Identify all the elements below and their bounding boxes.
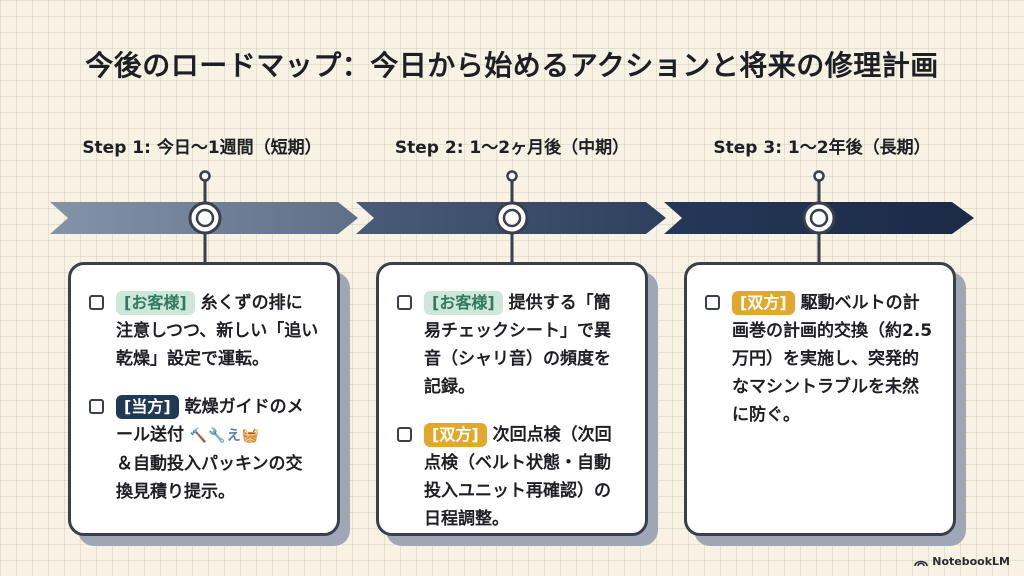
step-3-heading: Step 3: 1〜2年後（長期） (713, 138, 931, 158)
step-1-heading: Step 1: 今日〜1週間（短期） (82, 138, 322, 158)
task-checkbox[interactable] (397, 295, 412, 310)
tag-customer: [お客様] (424, 291, 503, 315)
tag-customer: [お客様] (116, 291, 195, 315)
task-text: [双方]次回点検（次回点検（ベルト状態・自動投入ユニット再確認）の日程調整。 (424, 421, 627, 533)
step-2-task-2: [双方]次回点検（次回点検（ベルト状態・自動投入ユニット再確認）の日程調整。 (397, 421, 627, 533)
step-1-card: [お客様]糸くずの排に注意しつつ、新しい「追い乾燥」設定で運転。 [当方]乾燥ガ… (68, 262, 340, 536)
tag-both: [双方] (424, 423, 487, 447)
task-description: 次回点検（次回点検（ベルト状態・自動投入ユニット再確認）の日程調整。 (424, 425, 612, 529)
task-text: [お客様]糸くずの排に注意しつつ、新しい「追い乾燥」設定で運転。 (116, 289, 319, 373)
task-checkbox[interactable] (89, 295, 104, 310)
task-checkbox[interactable] (705, 295, 720, 310)
tag-both: [双方] (732, 291, 795, 315)
step-1-task-1: [お客様]糸くずの排に注意しつつ、新しい「追い乾燥」設定で運転。 (89, 289, 319, 373)
step-3-card: [双方]駆動ベルトの計画巻の計画的交換（約2.5万円）を実施し、突発的なマシント… (684, 262, 956, 536)
milestone-3 (802, 170, 836, 266)
step-3-task-1: [双方]駆動ベルトの計画巻の計画的交換（約2.5万円）を実施し、突発的なマシント… (705, 289, 935, 429)
task-checkbox[interactable] (397, 427, 412, 442)
task-description-continued: ＆自動投入パッキンの交換見積り提示。 (116, 454, 303, 502)
brand-watermark: NotebookLM (914, 555, 1010, 568)
task-text: [お客様]提供する「簡易チェックシート」で異音（シャリ音）の頻度を記録。 (424, 289, 627, 401)
step-2-heading: Step 2: 1〜2ヶ月後（中期） (394, 138, 630, 158)
task-description: 提供する「簡易チェックシート」で異音（シャリ音）の頻度を記録。 (424, 293, 611, 397)
notebooklm-logo-icon (914, 560, 929, 566)
milestone-2 (495, 170, 529, 266)
task-checkbox[interactable] (89, 399, 104, 414)
task-description: 糸くずの排に注意しつつ、新しい「追い乾燥」設定で運転。 (116, 293, 319, 369)
timeline (50, 170, 974, 266)
step-1-task-2: [当方]乾燥ガイドのメール送付 🔨🔧え🧺 ＆自動投入パッキンの交換見積り提示。 (89, 393, 319, 506)
step-2-task-1: [お客様]提供する「簡易チェックシート」で異音（シャリ音）の頻度を記録。 (397, 289, 627, 401)
tools-icon: 🔨🔧え🧺 (189, 428, 261, 444)
task-text: [双方]駆動ベルトの計画巻の計画的交換（約2.5万円）を実施し、突発的なマシント… (732, 289, 935, 429)
brand-name: NotebookLM (932, 555, 1010, 568)
tag-ours: [当方] (116, 395, 179, 419)
page-title: 今後のロードマップ：今日から始めるアクションと将来の修理計画 (85, 49, 939, 82)
task-description: 駆動ベルトの計画巻の計画的交換（約2.5万円）を実施し、突発的なマシントラブルを… (732, 293, 933, 425)
task-text: [当方]乾燥ガイドのメール送付 🔨🔧え🧺 ＆自動投入パッキンの交換見積り提示。 (116, 393, 319, 506)
milestone-1 (188, 170, 222, 266)
task-description: 乾燥ガイドのメール送付 (116, 397, 304, 445)
step-2-card: [お客様]提供する「簡易チェックシート」で異音（シャリ音）の頻度を記録。 [双方… (376, 262, 648, 536)
